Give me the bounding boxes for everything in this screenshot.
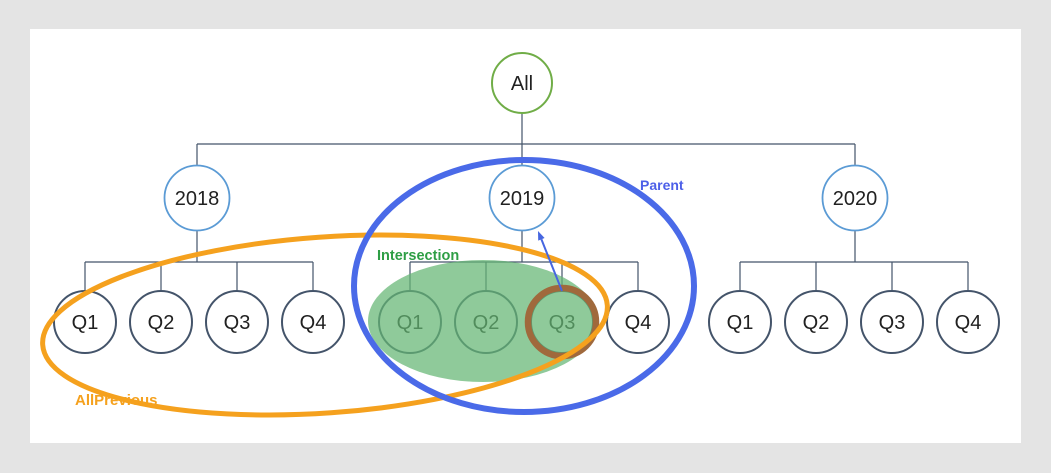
node-2019-q4-label: Q4 (625, 312, 652, 334)
node-2020-label: 2020 (833, 188, 878, 210)
parent-arrow-line (540, 238, 563, 292)
node-2019 (488, 164, 556, 232)
node-2020-q3-label: Q3 (879, 312, 906, 334)
node-all (491, 52, 553, 114)
node-2020-q2 (784, 290, 848, 354)
connector-2018-quarters (84, 230, 314, 291)
node-2018-q2-label: Q2 (148, 312, 175, 334)
node-2018 (163, 164, 231, 232)
node-2020-q3 (860, 290, 924, 354)
parent-ellipse (351, 157, 697, 415)
intersection-ellipse (368, 260, 598, 382)
connector-2020-quarters (739, 230, 969, 291)
node-2020-q1-label: Q1 (727, 312, 754, 334)
node-2020-q1 (708, 290, 772, 354)
parent-arrow-head (538, 231, 545, 241)
node-2018-q4 (281, 290, 345, 354)
node-all-label: All (511, 73, 533, 95)
allprevious-label: AllPrevious (75, 392, 158, 409)
node-2018-label: 2018 (175, 188, 220, 210)
connector-root-to-years (196, 113, 856, 166)
node-2018-q1-label: Q1 (72, 312, 99, 334)
node-2019-label: 2019 (500, 188, 545, 210)
parent-label: Parent (640, 177, 684, 193)
node-2018-q3 (205, 290, 269, 354)
node-2020-q4 (936, 290, 1000, 354)
node-2020-q2-label: Q2 (803, 312, 830, 334)
intersection-label: Intersection (377, 248, 459, 264)
node-2018-q2 (129, 290, 193, 354)
node-2018-q4-label: Q4 (300, 312, 327, 334)
node-2018-q3-label: Q3 (224, 312, 251, 334)
node-2019-q4 (606, 290, 670, 354)
year-nodes (163, 164, 889, 232)
allprevious-ellipse (40, 232, 610, 418)
node-2020 (821, 164, 889, 232)
node-2020-q4-label: Q4 (955, 312, 982, 334)
